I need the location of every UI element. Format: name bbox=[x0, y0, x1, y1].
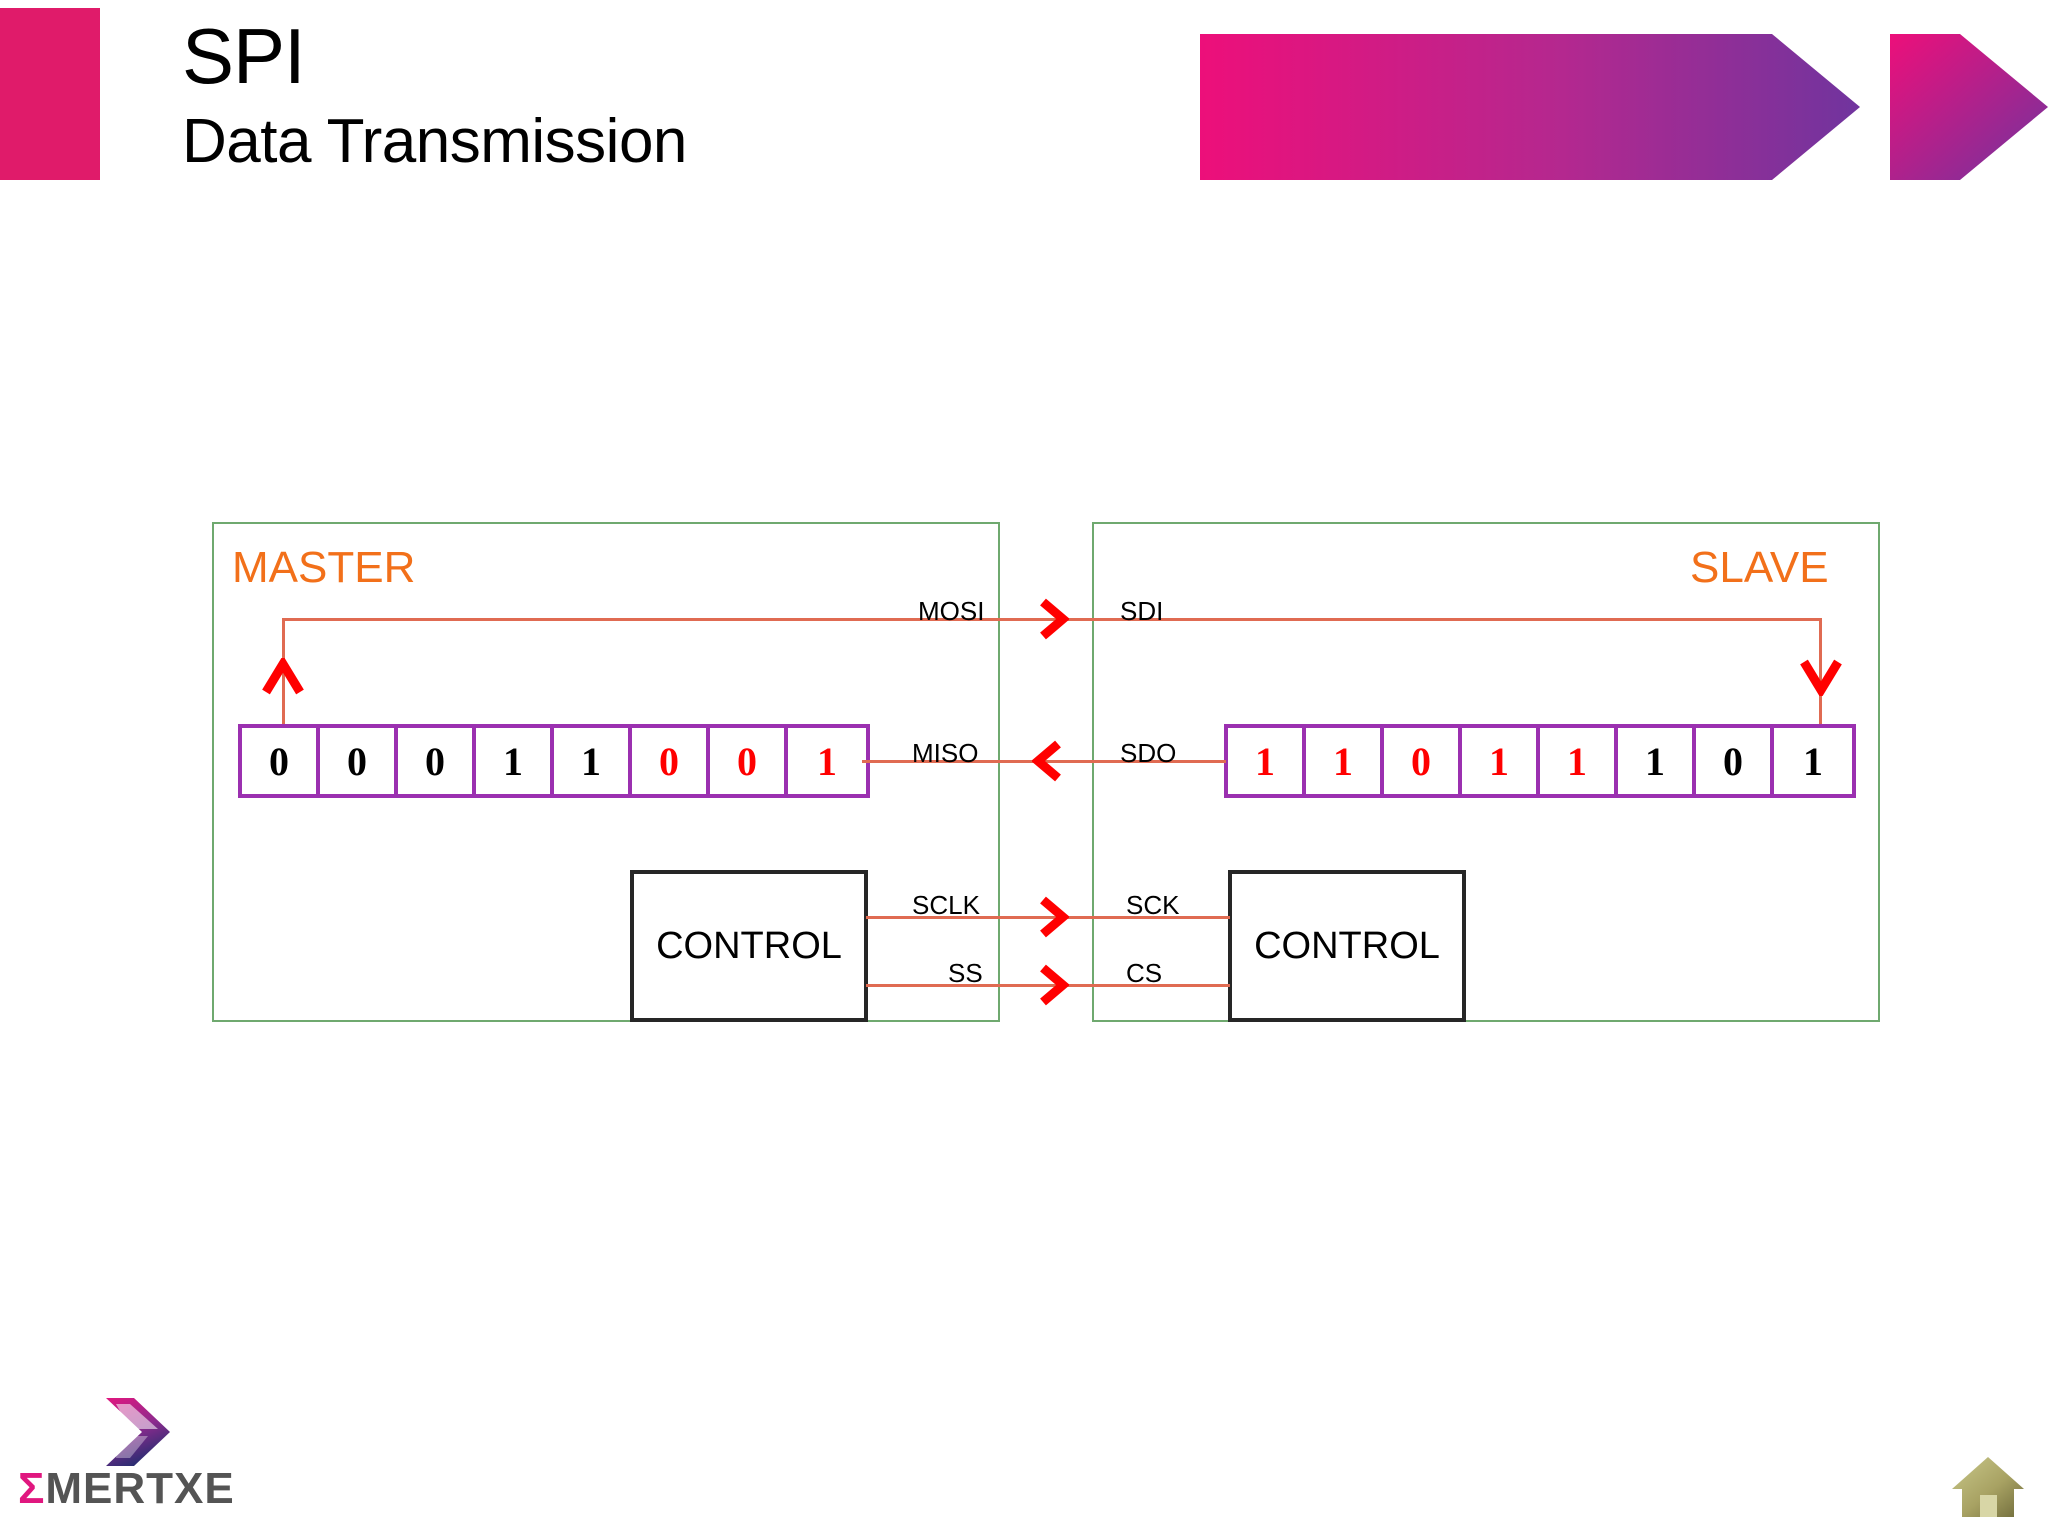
master-register-bit-6: 0 bbox=[710, 728, 788, 794]
emertxe-sigma-glyph: Σ bbox=[18, 1464, 46, 1513]
emertxe-logo-text: ΣMERTXE bbox=[18, 1464, 235, 1514]
arrow-left-miso bbox=[1032, 740, 1061, 782]
slave-register-bit-0: 1 bbox=[1228, 728, 1306, 794]
master-label: MASTER bbox=[232, 543, 416, 592]
slave-register-bit-1: 1 bbox=[1306, 728, 1384, 794]
slave-register-bit-7: 1 bbox=[1774, 728, 1852, 794]
wire-sdi-slave-drop bbox=[1819, 618, 1822, 728]
master-register-bit-5: 0 bbox=[632, 728, 710, 794]
wire-mosi-horizontal bbox=[282, 618, 1822, 621]
signal-label-mosi: MOSI bbox=[918, 596, 985, 626]
master-register-bit-1: 0 bbox=[320, 728, 398, 794]
arrow-up-into-master-register bbox=[262, 658, 304, 695]
master-register-bit-7: 1 bbox=[788, 728, 866, 794]
master-register-bit-0: 0 bbox=[242, 728, 320, 794]
arrow-right-ss bbox=[1040, 964, 1069, 1006]
master-register-bit-4: 1 bbox=[554, 728, 632, 794]
signal-label-cs: CS bbox=[1126, 958, 1163, 988]
signal-label-sclk: SCLK bbox=[912, 890, 980, 920]
wire-ss-horizontal bbox=[866, 984, 1230, 987]
header-banner-decoration bbox=[1200, 34, 2048, 180]
slave-register-bit-3: 1 bbox=[1462, 728, 1540, 794]
slave-control-box: CONTROL bbox=[1228, 870, 1466, 1022]
slave-label: SLAVE bbox=[1690, 543, 1829, 592]
master-register-bit-2: 0 bbox=[398, 728, 476, 794]
master-control-box: CONTROL bbox=[630, 870, 868, 1022]
arrow-right-sclk bbox=[1040, 896, 1069, 938]
page-subtitle: Data Transmission bbox=[182, 107, 687, 176]
signal-label-sdi: SDI bbox=[1120, 596, 1164, 626]
title-block: SPI Data Transmission bbox=[182, 14, 1082, 178]
home-icon[interactable] bbox=[1950, 1451, 2026, 1523]
emertxe-chevron-icon bbox=[106, 1398, 170, 1466]
signal-label-miso: MISO bbox=[912, 738, 979, 768]
slave-register-bit-4: 1 bbox=[1540, 728, 1618, 794]
arrow-right-mosi bbox=[1040, 598, 1069, 640]
arrow-down-into-slave-register bbox=[1800, 659, 1842, 696]
wire-sclk-horizontal bbox=[866, 916, 1230, 919]
slave-register-bit-5: 1 bbox=[1618, 728, 1696, 794]
emertxe-name: MERTXE bbox=[45, 1464, 235, 1513]
page-title: SPI bbox=[182, 12, 306, 100]
emertxe-logo[interactable]: ΣMERTXE bbox=[18, 1392, 268, 1522]
slave-register-bit-2: 0 bbox=[1384, 728, 1462, 794]
slave-register-bit-6: 0 bbox=[1696, 728, 1774, 794]
signal-label-sdo: SDO bbox=[1120, 738, 1177, 768]
signal-label-ss: SS bbox=[948, 958, 983, 988]
signal-label-sck: SCK bbox=[1126, 890, 1180, 920]
slave-device-box bbox=[1092, 522, 1880, 1022]
master-register-bit-3: 1 bbox=[476, 728, 554, 794]
master-device-box bbox=[212, 522, 1000, 1022]
title-accent-bar bbox=[0, 8, 100, 180]
